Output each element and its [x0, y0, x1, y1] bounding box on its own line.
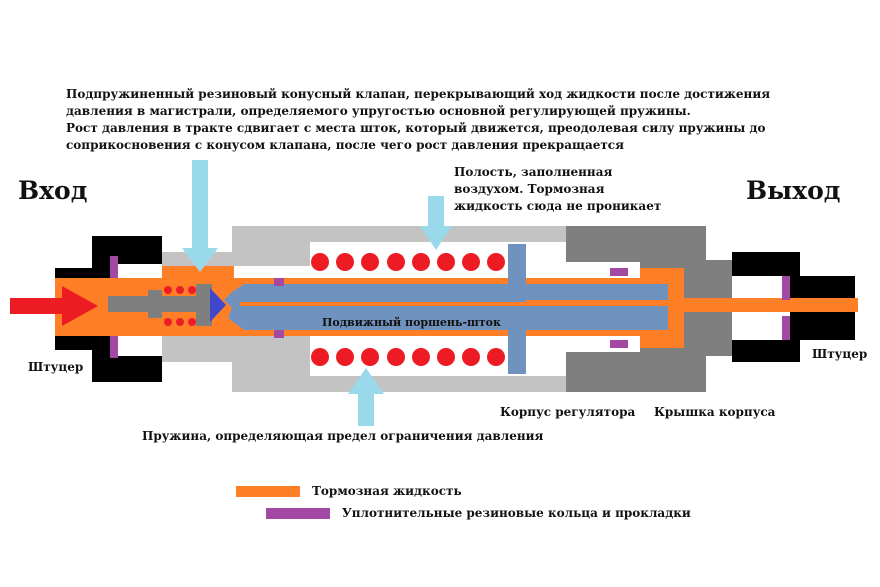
fitting-right-label: Штуцер	[812, 347, 868, 361]
air-cavity-line-3: жидкость сюда не проникает	[454, 199, 662, 213]
valve-note-line-2: давления в магистрали, определяемого упр…	[66, 104, 691, 118]
inlet-flow-arrow-icon	[10, 286, 98, 326]
seals	[110, 256, 790, 358]
valve-note-line-4: соприкосновения с конусом клапана, после…	[66, 138, 624, 152]
piston-label: Подвижный поршень-шток	[322, 316, 501, 329]
legend-label-fluid: Тормозная жидкость	[312, 484, 462, 498]
valve-spring	[164, 286, 196, 326]
pointer-arrow-icon	[348, 368, 384, 426]
valve-cone	[210, 288, 226, 322]
valve-note-line-3: Рост давления в тракте сдвигает с места …	[66, 121, 766, 135]
piston-flow-channel	[240, 302, 668, 306]
legend-swatch-seal	[266, 508, 330, 519]
air-cavity-line-2: воздухом. Тормозная	[454, 182, 605, 196]
outlet-fluid	[680, 298, 858, 312]
legend-label-seal: Уплотнительные резиновые кольца и прокла…	[342, 506, 691, 520]
fitting-left-label: Штуцер	[28, 360, 84, 374]
pointer-arrow-icon	[420, 196, 452, 250]
body-label: Корпус регулятора	[500, 405, 636, 419]
main-spring	[311, 253, 505, 366]
inlet-label: Вход	[18, 176, 88, 205]
outlet-label: Выход	[746, 176, 841, 205]
regulator-body	[162, 226, 640, 392]
valve-stem-collar	[148, 290, 162, 318]
spring-label: Пружина, определяющая предел ограничения…	[142, 429, 544, 443]
legend-swatch-fluid	[236, 486, 300, 497]
valve-housing	[196, 284, 212, 326]
piston-rod	[224, 244, 668, 374]
cover-label: Крышка корпуса	[654, 405, 776, 419]
valve-note-line-1: Подпружиненный резиновый конусный клапан…	[66, 87, 771, 101]
pointer-arrow-icon	[182, 160, 218, 272]
air-cavity-line-1: Полость, заполненная	[454, 165, 613, 179]
